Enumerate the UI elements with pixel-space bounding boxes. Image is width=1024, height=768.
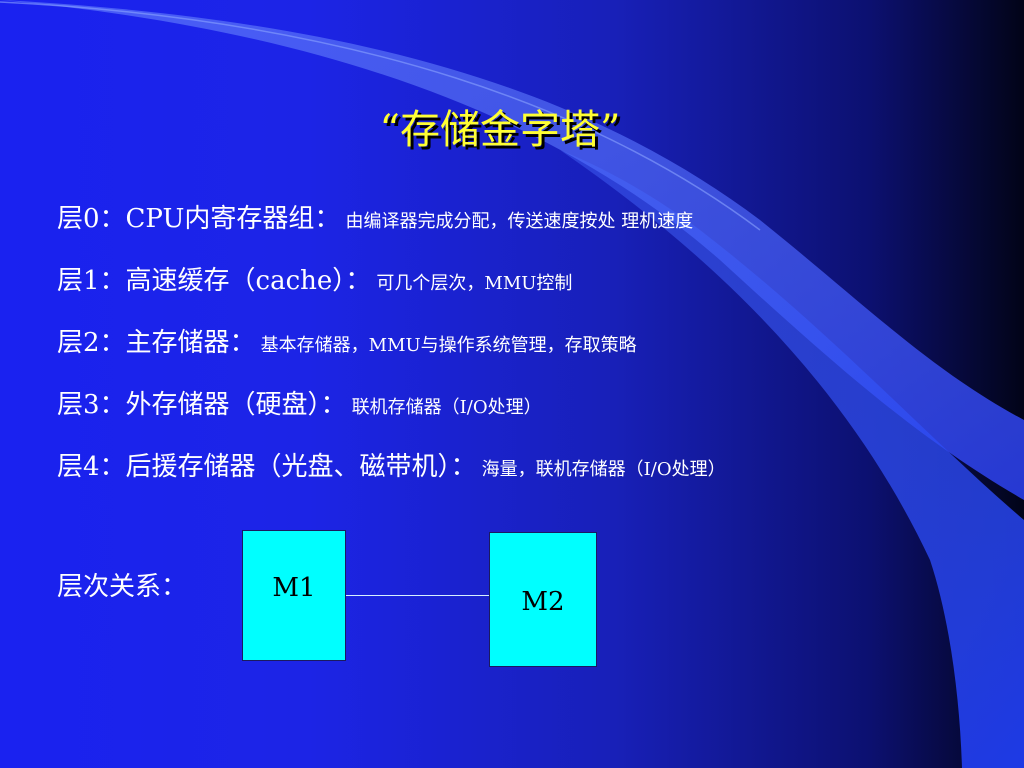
decor-swoosh-lower bbox=[560, 150, 1024, 768]
level-1-main: 层1：高速缓存（cache）： bbox=[57, 266, 372, 296]
level-1-detail: 可几个层次，MMU控制 bbox=[376, 273, 573, 294]
level-2-detail: 基本存储器，MMU与操作系统管理，存取策略 bbox=[260, 335, 637, 356]
decor-swoosh-upper bbox=[0, 0, 1024, 500]
m2-box: M2 bbox=[489, 532, 597, 667]
level-3-line: 层3：外存储器（硬盘）： 联机存储器（I/O处理） bbox=[57, 384, 542, 421]
hierarchy-relation-label: 层次关系： bbox=[57, 572, 188, 602]
level-3-detail: 联机存储器（I/O处理） bbox=[351, 397, 542, 418]
m1-m2-connector bbox=[346, 595, 489, 596]
level-1-line: 层1：高速缓存（cache）： 可几个层次，MMU控制 bbox=[57, 260, 572, 297]
level-0-detail: 由编译器完成分配，传送速度按处 理机速度 bbox=[345, 211, 694, 232]
level-4-detail: 海量，联机存储器（I/O处理） bbox=[481, 459, 726, 480]
level-0-line: 层0：CPU内寄存器组： 由编译器完成分配，传送速度按处 理机速度 bbox=[57, 198, 693, 235]
level-3-main: 层3：外存储器（硬盘）： bbox=[57, 390, 347, 420]
slide-title: “存储金字塔” bbox=[379, 107, 621, 153]
level-4-main: 层4：后援存储器（光盘、磁带机）： bbox=[57, 452, 477, 482]
decor-arc-line bbox=[0, 1, 761, 231]
m2-label: M2 bbox=[521, 587, 565, 617]
m1-label: M1 bbox=[272, 573, 316, 603]
level-2-line: 层2：主存储器： 基本存储器，MMU与操作系统管理，存取策略 bbox=[57, 322, 637, 359]
m1-box: M1 bbox=[242, 530, 346, 661]
level-4-line: 层4：后援存储器（光盘、磁带机）： 海量，联机存储器（I/O处理） bbox=[57, 446, 726, 483]
level-0-main: 层0：CPU内寄存器组： bbox=[57, 204, 341, 234]
level-2-main: 层2：主存储器： bbox=[57, 328, 256, 358]
